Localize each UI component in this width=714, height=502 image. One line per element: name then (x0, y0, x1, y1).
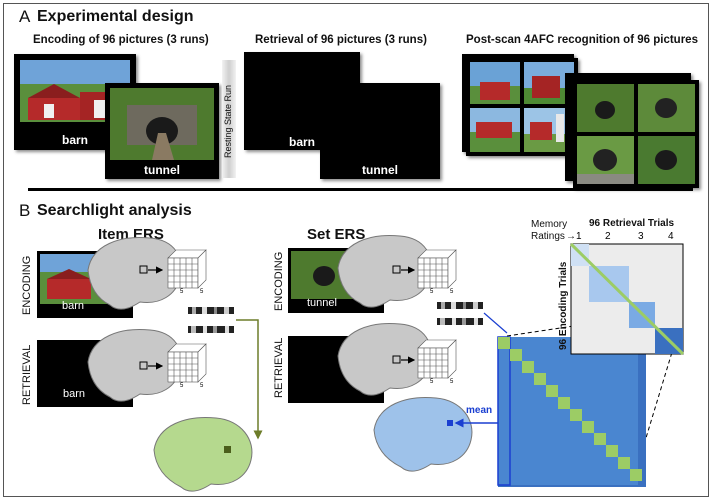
item-caption-barn: barn (62, 300, 85, 312)
panel-b-letter: B (19, 201, 31, 220)
set-retrieval-brain (337, 322, 432, 396)
pattern-strip-item-encoding (188, 307, 234, 314)
item-retrieval-caption-barn: barn (63, 388, 86, 400)
pattern-strip-item-retrieval (188, 326, 234, 333)
rating-3: 3 (638, 231, 644, 242)
voxel-cube-item-encoding (167, 249, 207, 289)
set-result-brain (373, 396, 473, 472)
item-retrieval-brain (87, 328, 182, 402)
voxel-cube-set-retrieval (417, 339, 457, 379)
voxel-cube-item-retrieval (167, 343, 207, 383)
encoding-title: Encoding of 96 pictures (3 runs) (33, 34, 209, 46)
trial-matrix-large (497, 336, 646, 487)
set-encoding-brain (337, 234, 432, 308)
tick-set-enc-b: 5 (450, 289, 454, 295)
recognition-card-tunnel (573, 80, 699, 188)
rating-4: 4 (668, 231, 674, 242)
recognition-card-barn (466, 58, 578, 156)
tick-set-ret-b: 5 (450, 379, 454, 385)
retrieval-caption-tunnel: tunnel (362, 163, 398, 177)
rating-2: 2 (605, 231, 611, 242)
item-result-brain (153, 416, 253, 492)
tunnel-image (110, 88, 214, 160)
encoding-card-tunnel (105, 83, 219, 179)
tick-item-ret-b: 5 (200, 383, 204, 389)
set-ers-title: Set ERS (307, 226, 366, 243)
tick-item-ret-a: 5 (180, 383, 184, 389)
memory-label: Memory (531, 219, 568, 230)
retrieval-card-tunnel (320, 83, 440, 179)
caption-tunnel: tunnel (144, 163, 180, 177)
tick-item-enc-a: 5 (180, 289, 184, 295)
tick-set-enc-a: 5 (430, 289, 434, 295)
retrieval-title: Retrieval of 96 pictures (3 runs) (255, 34, 427, 46)
pattern-strip-set-retrieval (437, 318, 483, 325)
encoding-trials-label: 96 Encoding Trials (558, 261, 569, 350)
set-caption-tunnel: tunnel (307, 297, 337, 309)
tunnel-grid-image (577, 84, 695, 184)
tick-set-ret-a: 5 (430, 379, 434, 385)
item-result-arrow (236, 319, 263, 440)
voxel-cube-set-encoding (417, 249, 457, 289)
recognition-title: Post-scan 4AFC recognition of 96 picture… (466, 34, 698, 46)
tick-item-enc-b: 5 (200, 289, 204, 295)
figure-frame (3, 3, 709, 497)
section-divider (28, 188, 693, 191)
panel-a-letter: A (19, 7, 31, 26)
barn-grid-image (470, 62, 574, 152)
pattern-strip-set-encoding (437, 302, 483, 309)
retrieval-trials-label: 96 Retrieval Trials (589, 218, 675, 229)
retrieval-caption-barn: barn (288, 135, 315, 149)
mean-label: mean (466, 405, 493, 416)
caption-barn: barn (61, 133, 88, 147)
strip-to-matrix-line (483, 312, 508, 334)
resting-state-bar (222, 60, 236, 178)
ratings-arrow: → (566, 231, 576, 242)
ratings-label: Ratings (531, 231, 565, 242)
item-encoding-brain (87, 236, 182, 310)
rating-1: 1 (576, 231, 582, 242)
panel-b-title: Searchlight analysis (37, 202, 192, 219)
rating-matrix (569, 242, 685, 356)
panel-a-title: Experimental design (37, 8, 194, 25)
